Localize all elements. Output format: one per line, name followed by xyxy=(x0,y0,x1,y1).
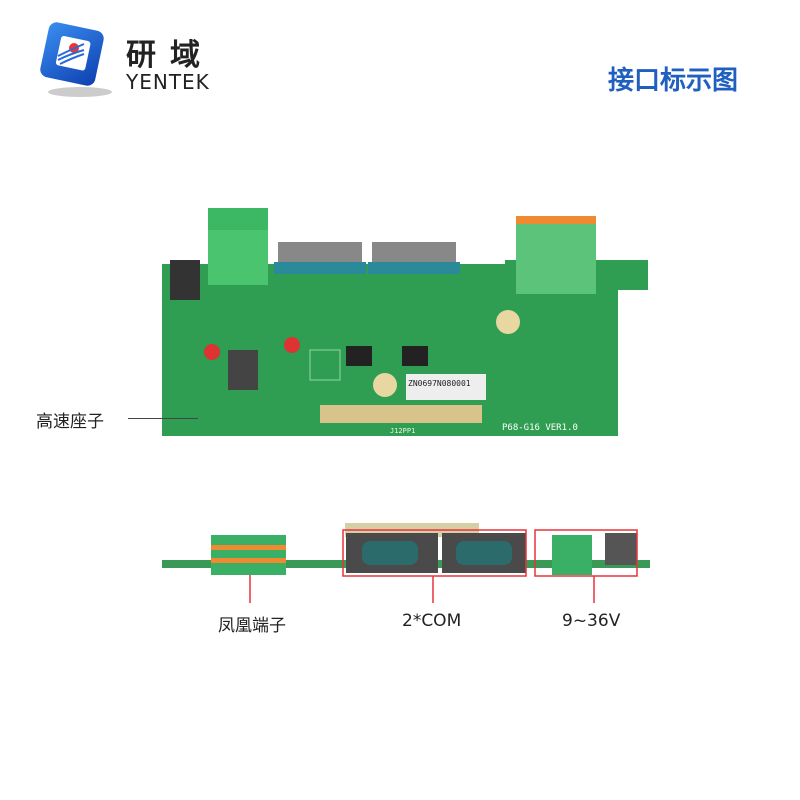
power-terminal-top xyxy=(208,208,268,230)
label-phoenix-terminal: 凤凰端子 xyxy=(218,616,286,636)
board-side-view xyxy=(162,523,650,603)
label-power-9-36v: 9~36V xyxy=(562,611,621,631)
phoenix-terminal-side xyxy=(211,535,286,575)
high-speed-connector xyxy=(320,405,482,423)
power-terminal-side xyxy=(552,535,592,575)
connector-silk-label: J12PP1 xyxy=(390,427,415,435)
yentek-logo-icon xyxy=(40,22,112,97)
leader-line xyxy=(128,418,198,419)
dc-jack-side xyxy=(605,533,637,565)
label-2-com: 2*COM xyxy=(402,611,462,631)
com-highlight-box xyxy=(342,529,527,577)
label-high-speed-connector: 高速座子 xyxy=(36,412,104,432)
board-model-silk: P68-G16 VER1.0 xyxy=(502,423,578,433)
power-highlight-box xyxy=(534,529,638,577)
logo-chinese-text: 研域 xyxy=(126,38,214,73)
dc-jack-top xyxy=(170,260,200,300)
page-title: 接口标示图 xyxy=(608,66,739,96)
logo-english-text: YENTEK xyxy=(126,70,210,94)
board-top-view: J12PP1 P68-G16 VER1.0 ZN0697N080001 xyxy=(162,208,648,436)
phoenix-terminal-top xyxy=(516,216,596,294)
board-serial-label: ZN0697N080001 xyxy=(408,379,471,388)
